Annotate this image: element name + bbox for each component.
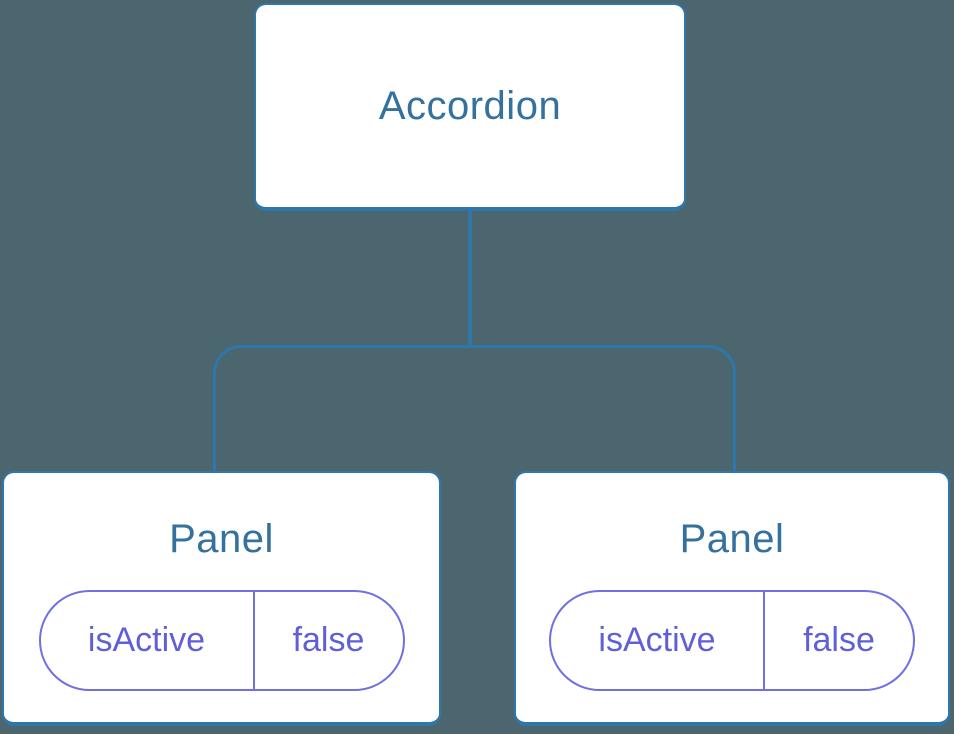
state-pill-value: false [292,621,365,659]
connector-bracket [213,345,736,471]
panel-node-right: Panel isActive false [514,471,950,726]
panel-node-label: Panel [169,517,274,561]
panel-node-label: Panel [679,517,785,561]
state-pill: isActive false [549,590,915,691]
state-pill-value: false [803,621,875,659]
state-pill: isActive false [38,590,405,691]
state-pill-key: isActive [41,592,255,689]
accordion-node-label: Accordion [378,83,562,128]
accordion-node: Accordion [254,3,686,211]
panel-node-left: Panel isActive false [2,471,441,726]
connector-stem [468,211,472,348]
state-pill-key: isActive [551,592,765,689]
